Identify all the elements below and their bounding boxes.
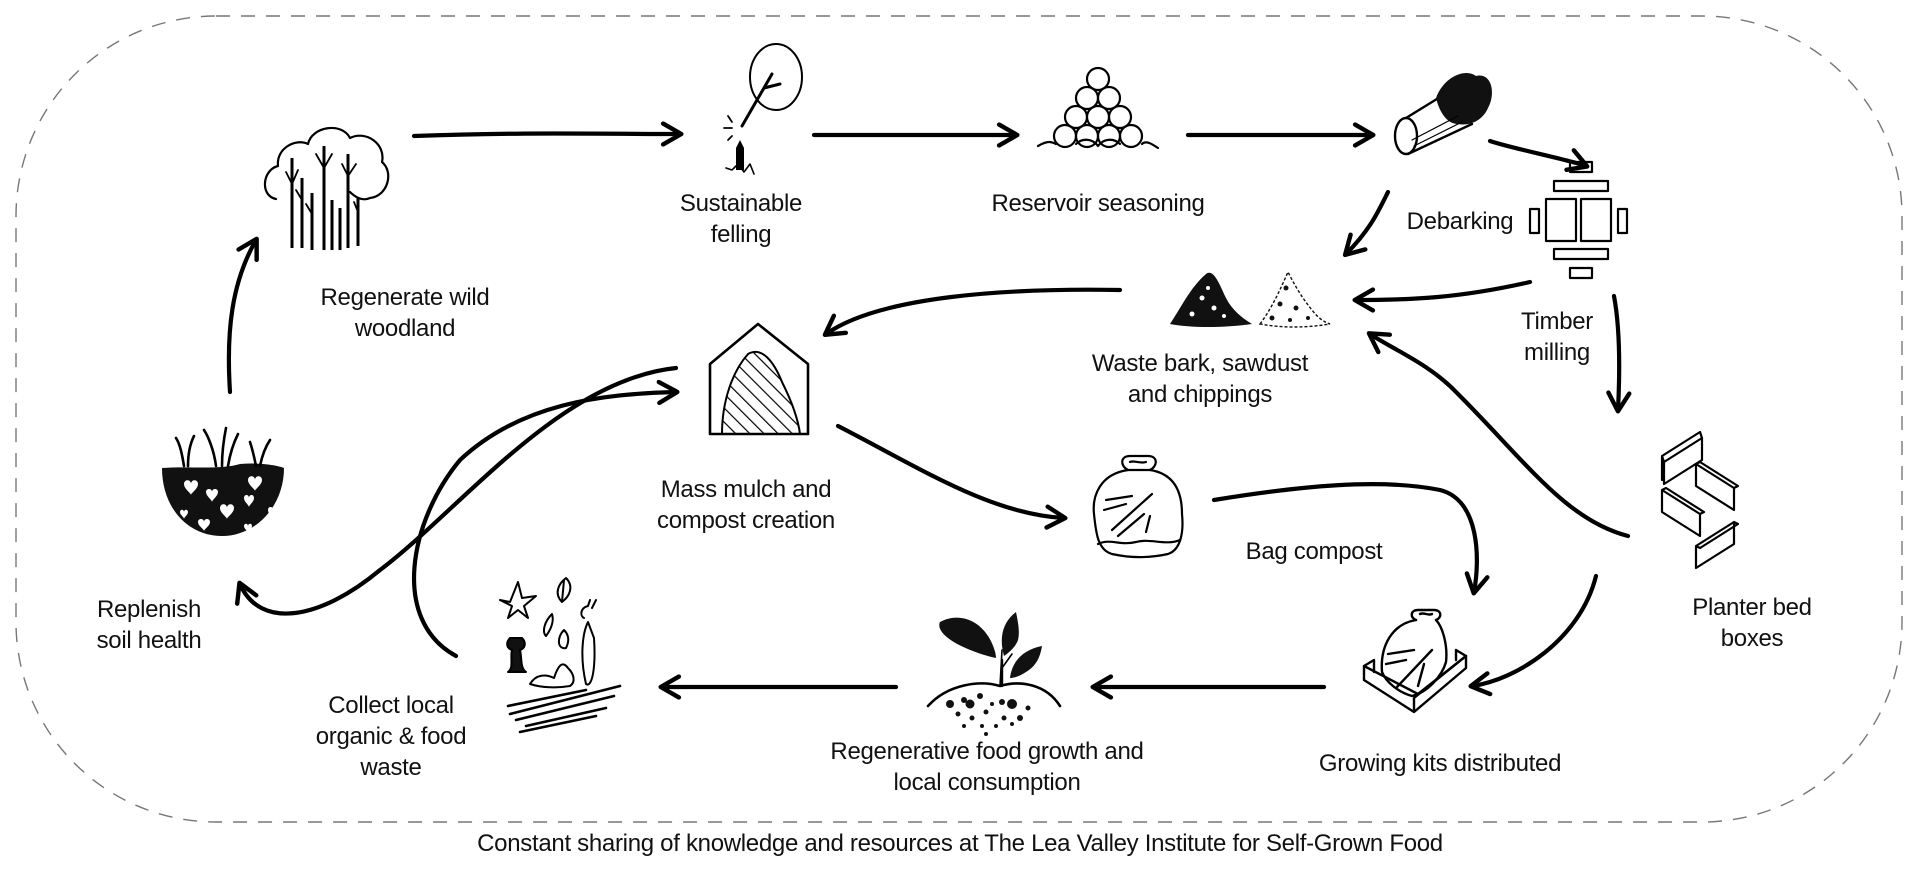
sawn-timber-icon — [1528, 160, 1629, 280]
label-line: Debarking — [1406, 208, 1514, 235]
label-line: soil health — [96, 627, 202, 654]
label-line: boxes — [1720, 625, 1784, 652]
node-label-mulch: Mass mulch and compost creation — [657, 474, 835, 536]
label-line: organic & food — [315, 723, 467, 750]
node-label-collect: Collect local organic & food waste — [316, 690, 467, 783]
growing-kit-icon — [1362, 608, 1468, 714]
soil-hearts-icon — [162, 426, 284, 536]
edge-mulch-soil — [235, 365, 679, 616]
label-line: woodland — [354, 315, 456, 342]
label-line: Reservoir seasoning — [991, 190, 1205, 217]
edge-collect-mulch — [411, 379, 680, 659]
label-line: local consumption — [893, 769, 1081, 796]
edge-bag-kits — [1211, 482, 1490, 596]
label-line: Collect local — [328, 692, 454, 719]
label-line: Waste bark, sawdust — [1091, 350, 1309, 377]
node-label-bag: Bag compost — [1246, 536, 1383, 567]
sawdust-pile-icon — [1170, 270, 1331, 328]
edge-soil-woodland — [226, 236, 259, 395]
bark-log-icon — [1393, 72, 1492, 156]
log-pile-icon — [1036, 66, 1160, 150]
edge-debarking-milling — [1487, 138, 1590, 173]
cycle-boundary — [15, 15, 1903, 823]
label-line: Sustainable — [679, 190, 803, 217]
label-line: Replenish — [96, 596, 202, 623]
seedling-icon — [926, 612, 1062, 736]
label-line: felling — [710, 221, 772, 248]
node-label-milling: Timber milling — [1521, 306, 1593, 368]
felling-axe-icon — [723, 43, 803, 175]
label-line: Bag compost — [1245, 538, 1383, 565]
node-label-food: Regenerative food growth and local consu… — [830, 736, 1143, 798]
node-label-seasoning: Reservoir seasoning — [991, 188, 1204, 219]
node-label-debarking: Debarking — [1407, 206, 1514, 237]
compost-shed-icon — [708, 322, 810, 436]
label-line: Regenerate wild — [320, 284, 490, 311]
edge-debarking-waste — [1342, 189, 1391, 258]
edge-milling-waste — [1352, 279, 1533, 313]
edge-waste-mulch — [822, 287, 1123, 337]
label-line: Regenerative food growth and — [830, 738, 1144, 765]
edge-milling-planter — [1606, 293, 1632, 414]
diagram-caption: Constant sharing of knowledge and resour… — [477, 830, 1443, 857]
edge-mulch-bag — [835, 423, 1068, 530]
trees-icon — [263, 126, 390, 250]
label-line: and chippings — [1127, 381, 1273, 408]
node-label-soil: Replenish soil health — [97, 594, 202, 656]
label-line: milling — [1524, 339, 1590, 366]
edge-planter-waste — [1366, 331, 1631, 539]
planter-boards-icon — [1660, 430, 1740, 570]
label-line: compost creation — [657, 507, 835, 534]
label-line: waste — [360, 754, 422, 781]
label-line: Mass mulch and — [660, 476, 832, 503]
node-label-felling: Sustainable felling — [680, 188, 802, 250]
node-label-waste: Waste bark, sawdust and chippings — [1092, 348, 1308, 410]
label-line: Growing kits distributed — [1318, 750, 1562, 777]
edge-woodland-felling — [411, 121, 684, 147]
edge-planter-kits — [1468, 573, 1599, 697]
label-line: Timber — [1521, 308, 1593, 335]
node-label-kits: Growing kits distributed — [1318, 748, 1562, 779]
label-line: Planter bed — [1692, 594, 1812, 621]
organic-waste-icon — [499, 577, 622, 734]
node-label-woodland: Regenerate wild woodland — [321, 282, 490, 344]
node-label-planter: Planter bed boxes — [1692, 592, 1812, 654]
compost-bag-icon — [1092, 454, 1184, 559]
